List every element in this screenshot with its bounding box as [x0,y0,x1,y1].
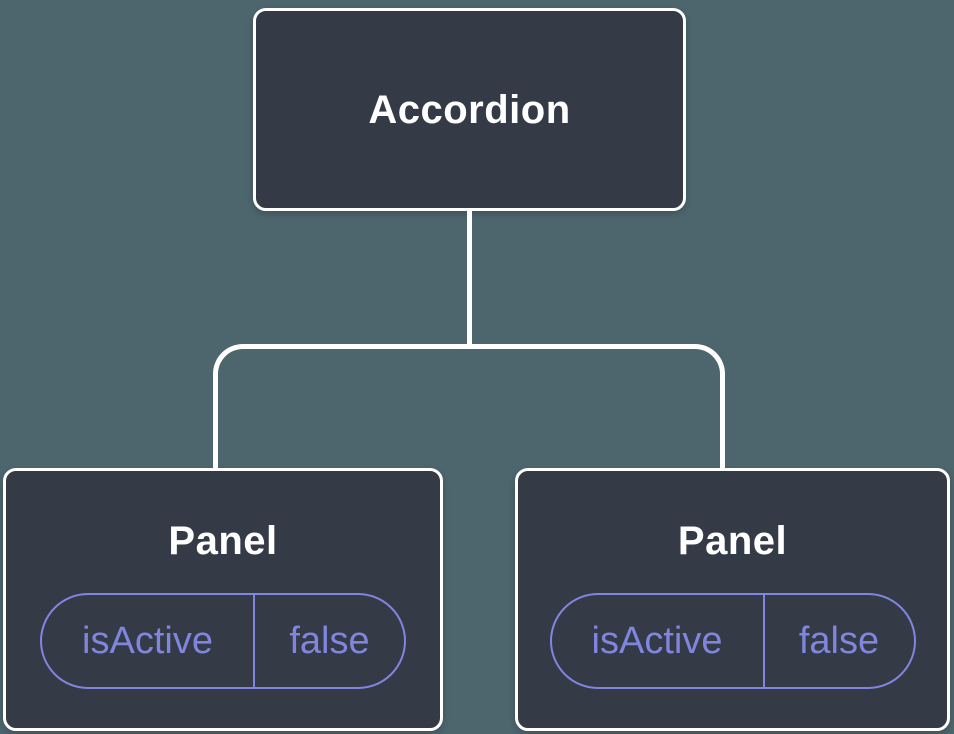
panel-node-label: Panel [168,519,278,563]
accordion-node: Accordion [253,8,686,211]
panel-node-label: Panel [677,519,788,563]
accordion-node-label: Accordion [368,87,571,132]
panel-node-left: Panel isActive false [3,468,443,731]
panel-node-right: Panel isActive false [515,468,950,731]
connector-branch [213,344,725,469]
state-pill: isActive false [549,593,916,689]
state-key: isActive [42,595,255,687]
state-value: false [798,619,880,662]
connector-stem [467,209,472,349]
state-pill: isActive false [40,593,406,689]
state-key: isActive [552,595,765,687]
state-value: false [289,619,370,662]
